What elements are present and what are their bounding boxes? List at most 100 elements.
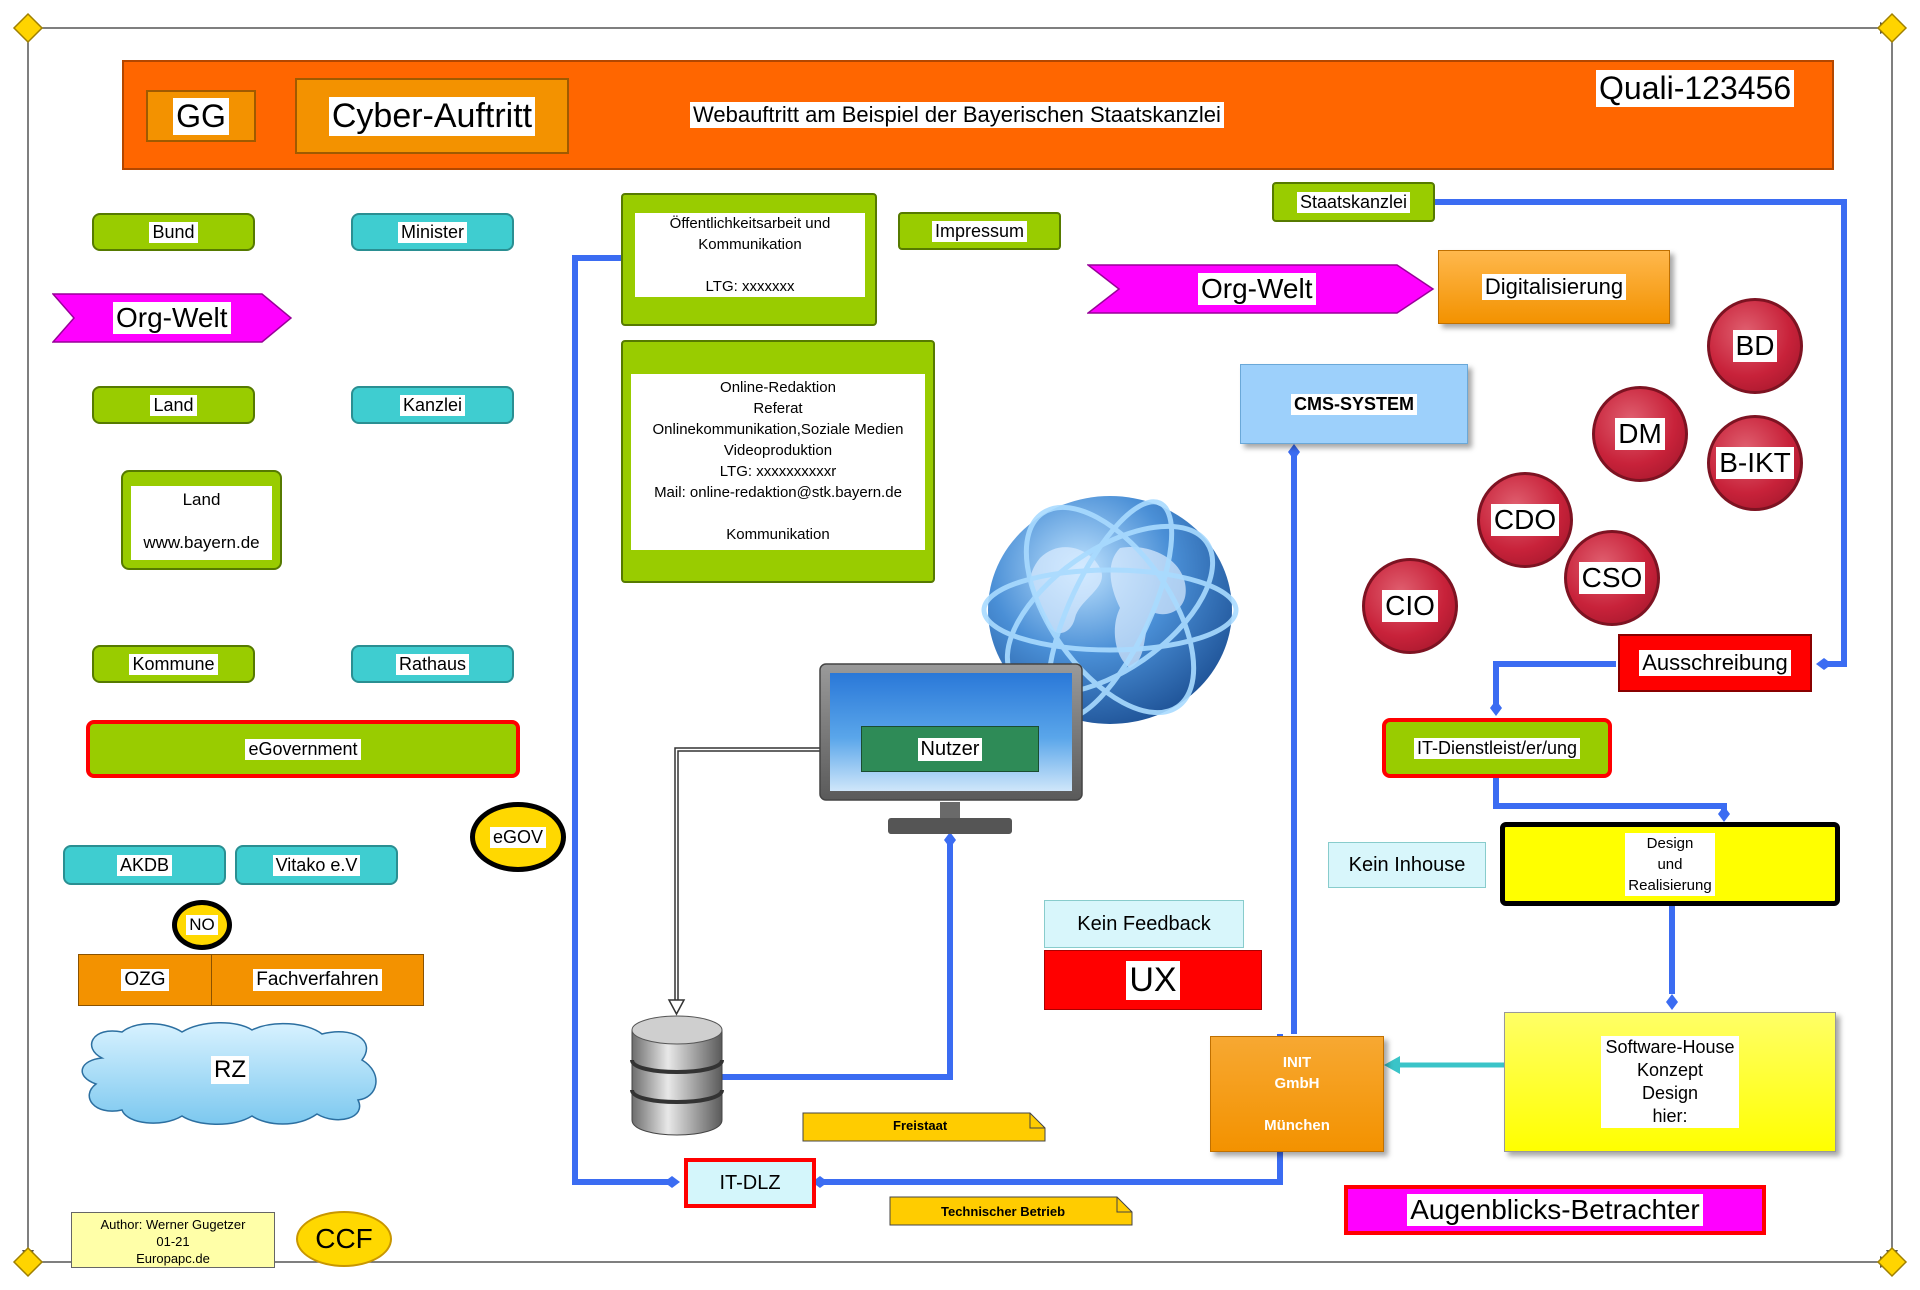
ausschreibung-box[interactable]: Ausschreibung (1618, 634, 1812, 692)
land-box[interactable]: Land (92, 386, 255, 424)
role-dm-label: DM (1615, 418, 1665, 450)
no-label: NO (186, 915, 218, 935)
kein-feedback-box[interactable]: Kein Feedback (1044, 900, 1244, 948)
design-line-3: Realisierung (1628, 876, 1712, 894)
kommune-label: Kommune (129, 653, 218, 675)
freistaat-label: Freistaat (893, 1118, 948, 1133)
init-line-2: GmbH (1274, 1075, 1320, 1092)
technischer-betrieb-note-shape (889, 1196, 1133, 1226)
it-dienstleistung-label: IT-Dienstleist/er/ung (1413, 737, 1581, 759)
role-cso-label: CSO (1578, 562, 1646, 594)
bund-box[interactable]: Bund (92, 213, 255, 251)
init-line-4: München (1264, 1117, 1330, 1134)
kanzlei-box[interactable]: Kanzlei (351, 386, 514, 424)
author-site: Europapc.de (136, 1251, 210, 1266)
init-gmbh-box[interactable]: INIT GmbH München (1210, 1036, 1384, 1152)
org-welt-left-label[interactable]: Org-Welt (113, 302, 231, 334)
role-bd-circle[interactable]: BD (1707, 298, 1803, 394)
kein-inhouse-box[interactable]: Kein Inhouse (1328, 842, 1486, 888)
impressum-box[interactable]: Impressum (898, 212, 1061, 250)
land-website-title: Land (182, 490, 221, 509)
oeffentlichkeitsarbeit-box[interactable]: Öffentlichkeitsarbeit und Kommunikation … (621, 193, 877, 326)
impressum-label[interactable]: Impressum (931, 220, 1027, 242)
init-line-1: INIT (1282, 1054, 1312, 1071)
online-line-6[interactable]: Mail: online-redaktion@stk.bayern.de (654, 484, 902, 501)
design-line-1: Design (1646, 834, 1694, 852)
kein-feedback-label: Kein Feedback (1077, 912, 1211, 935)
database-icon (630, 1015, 724, 1136)
akdb-box[interactable]: AKDB (63, 845, 226, 885)
online-line-5: LTG: xxxxxxxxxxr (719, 463, 837, 480)
staatskanzlei-label: Staatskanzlei (1296, 191, 1411, 213)
cyber-auftritt-box[interactable]: Cyber-Auftritt (295, 78, 569, 154)
role-bd-label: BD (1732, 330, 1778, 362)
software-house-box[interactable]: Software-House Konzept Design hier: (1504, 1012, 1836, 1152)
augenblicks-betrachter-label: Augenblicks-Betrachter (1407, 1194, 1703, 1226)
header-subtitle: Webauftritt am Beispiel der Bayerischen … (690, 102, 1224, 128)
kanzlei-label: Kanzlei (399, 394, 466, 416)
digitalisierung-label: Digitalisierung (1481, 274, 1627, 300)
author-name: Author: Werner Gugetzer (100, 1217, 246, 1232)
org-welt-right-label[interactable]: Org-Welt (1198, 273, 1316, 305)
online-line-4: Videoproduktion (723, 442, 833, 459)
rathaus-box[interactable]: Rathaus (351, 645, 514, 683)
land-label: Land (150, 394, 197, 416)
it-dlz-label: IT-DLZ (719, 1171, 781, 1194)
land-website-box[interactable]: Land www.bayern.de (121, 470, 282, 570)
freistaat-note-shape (802, 1112, 1046, 1142)
ozg-box[interactable]: OZG (78, 954, 212, 1006)
oeff-line2: Kommunikation (698, 236, 802, 253)
ccf-label: CCF (315, 1223, 373, 1254)
egov-circle[interactable]: eGOV (470, 802, 566, 872)
author-box: Author: Werner Gugetzer 01-21 Europapc.d… (71, 1212, 275, 1268)
cms-system-box[interactable]: CMS-SYSTEM (1240, 364, 1468, 444)
software-line-3: Design (1641, 1083, 1699, 1103)
technischer-betrieb-label: Technischer Betrieb (941, 1204, 1066, 1219)
rz-label[interactable]: RZ (211, 1056, 249, 1084)
role-bikt-circle[interactable]: B-IKT (1707, 415, 1803, 511)
akdb-label: AKDB (116, 854, 173, 876)
it-dienstleistung-box[interactable]: IT-Dienstleist/er/ung (1382, 718, 1612, 778)
role-dm-circle[interactable]: DM (1592, 386, 1688, 482)
role-cso-circle[interactable]: CSO (1564, 530, 1660, 626)
staatskanzlei-box[interactable]: Staatskanzlei (1272, 182, 1435, 222)
digitalisierung-box[interactable]: Digitalisierung (1438, 250, 1670, 324)
ux-box[interactable]: UX (1044, 950, 1262, 1010)
role-cio-circle[interactable]: CIO (1362, 558, 1458, 654)
design-realisierung-box[interactable]: Design und Realisierung (1500, 822, 1840, 906)
software-line-1: Software-House (1605, 1037, 1735, 1057)
vitako-box[interactable]: Vitako e.V (235, 845, 398, 885)
ausschreibung-label: Ausschreibung (1639, 650, 1791, 676)
it-dlz-box[interactable]: IT-DLZ (684, 1158, 816, 1208)
bund-label: Bund (149, 221, 198, 243)
design-line-2: und (1657, 855, 1683, 873)
kommune-box[interactable]: Kommune (92, 645, 255, 683)
nutzer-box[interactable]: Nutzer (861, 726, 1039, 772)
quali-label: Quali-123456 (1596, 70, 1795, 107)
fachverfahren-box[interactable]: Fachverfahren (211, 954, 424, 1006)
gg-label: GG (173, 97, 229, 135)
nutzer-label: Nutzer (917, 737, 983, 761)
online-redaktion-box[interactable]: Online-Redaktion Referat Onlinekommunika… (621, 340, 935, 583)
ccf-circle[interactable]: CCF (296, 1211, 392, 1267)
role-bikt-label: B-IKT (1716, 447, 1794, 479)
egovernment-box[interactable]: eGovernment (86, 720, 520, 778)
online-line-1: Online-Redaktion (720, 379, 836, 396)
minister-box[interactable]: Minister (351, 213, 514, 251)
vitako-label: Vitako e.V (272, 854, 361, 876)
role-cdo-circle[interactable]: CDO (1477, 472, 1573, 568)
rathaus-label: Rathaus (395, 653, 470, 675)
gg-box[interactable]: GG (146, 90, 256, 142)
no-circle[interactable]: NO (172, 900, 232, 950)
role-cio-label: CIO (1382, 590, 1438, 622)
oeff-ltg: LTG: xxxxxxx (705, 278, 795, 295)
fachverfahren-label: Fachverfahren (253, 969, 382, 991)
land-website-url[interactable]: www.bayern.de (143, 533, 260, 552)
augenblicks-betrachter-box[interactable]: Augenblicks-Betrachter (1344, 1185, 1766, 1235)
oeff-line1: Öffentlichkeitsarbeit und (669, 215, 831, 232)
cyber-auftritt-label: Cyber-Auftritt (328, 96, 536, 136)
ozg-label: OZG (121, 969, 169, 991)
egov-label: eGOV (489, 826, 547, 848)
online-line-7 (631, 503, 925, 524)
